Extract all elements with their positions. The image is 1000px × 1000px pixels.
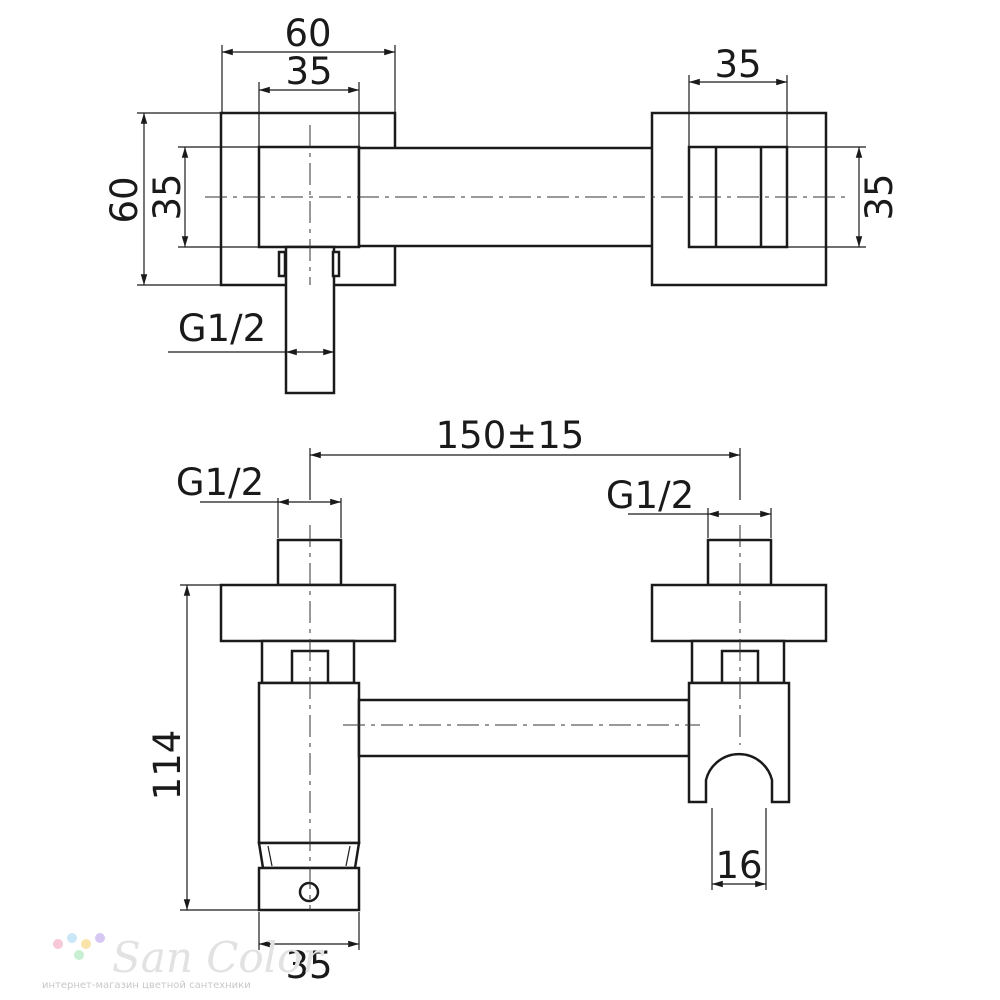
left-body-front — [257, 681, 361, 845]
watermark-dot — [95, 933, 105, 943]
dim-height-114: 114 — [146, 730, 189, 801]
thread-label-right: G1/2 — [606, 474, 694, 517]
watermark-dot — [81, 939, 91, 949]
watermark-dot — [67, 933, 77, 943]
dim-top-body-height-35: 35 — [146, 173, 189, 220]
slide-bar-front — [357, 698, 691, 758]
right-flange-front — [650, 583, 828, 643]
thread-label-top: G1/2 — [178, 307, 266, 350]
dim-holder-16: 16 — [715, 844, 762, 887]
valve-screw — [298, 881, 320, 903]
watermark-tagline: интернет-магазин цветной сантехники — [42, 980, 251, 991]
shower-holder — [687, 681, 791, 804]
watermark-dot — [74, 950, 84, 960]
inlet-pipe-top — [284, 245, 336, 395]
watermark-logo: San Color интернет-магазин цветной санте… — [42, 933, 325, 991]
dim-top-body-35: 35 — [285, 50, 332, 93]
dim-top-right-width-35: 35 — [714, 43, 761, 86]
thread-label-left: G1/2 — [176, 461, 264, 504]
watermark-brand: San Color — [112, 933, 325, 982]
dim-bottom-width-35: 35 — [285, 944, 332, 987]
dim-center-distance: 150±15 — [436, 414, 585, 457]
left-flange-front — [219, 583, 397, 643]
top-view: 60 35 60 35 35 35 G1/2 — [103, 12, 901, 395]
front-view: 150±15 G1/2 G1/2 114 16 35 — [146, 414, 828, 987]
dim-top-right-height-35: 35 — [858, 173, 901, 220]
dim-top-width-60: 60 — [284, 12, 331, 55]
watermark-dot — [53, 939, 63, 949]
dim-top-height-60: 60 — [103, 176, 146, 223]
